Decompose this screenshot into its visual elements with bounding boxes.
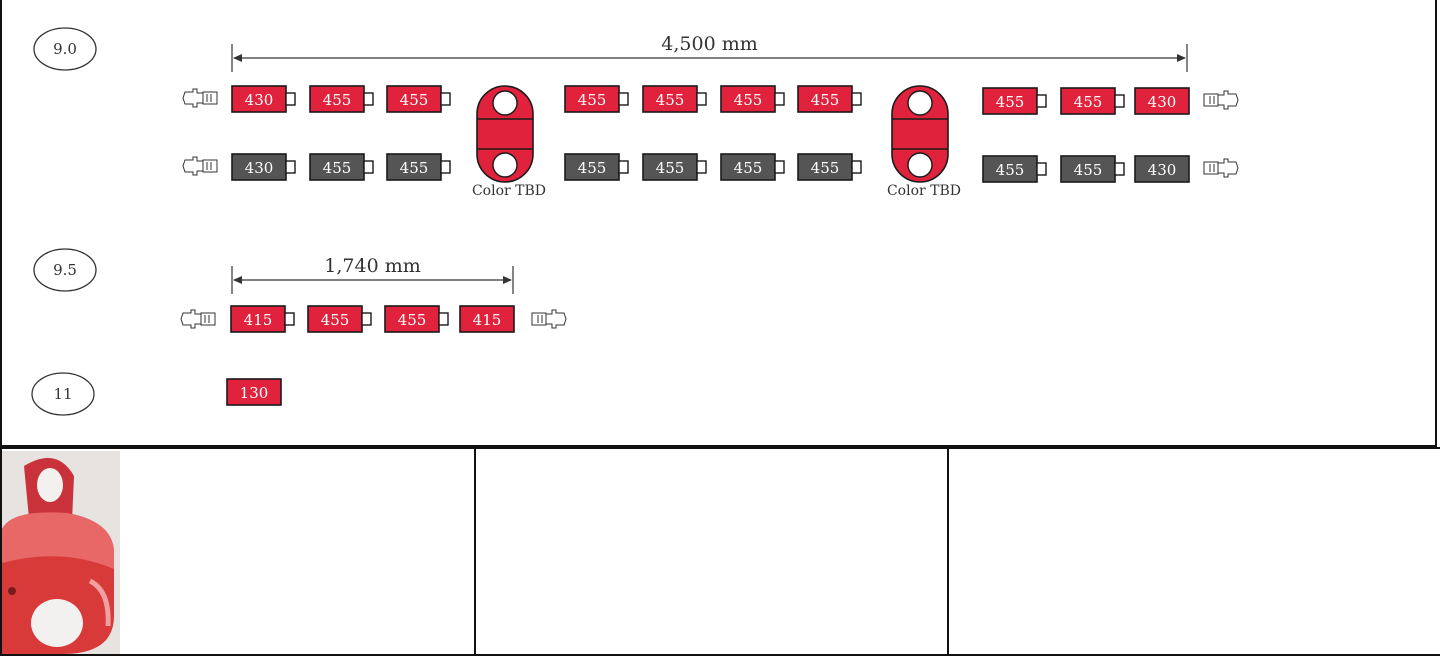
dimension-label: 1,740 mm <box>324 255 420 277</box>
chain-piece: 430 <box>231 153 296 181</box>
chain-piece: 430 <box>231 85 296 113</box>
chain-piece-value: 455 <box>996 161 1025 179</box>
chain-piece: 455 <box>797 85 862 113</box>
plug-end-icon <box>1203 90 1239 110</box>
chain-piece-value: 455 <box>323 159 352 177</box>
chain-piece-value: 455 <box>398 311 427 329</box>
assembly-diagram-panel: 4,500 mm 1,740 mm 9.0 9.5 11 430 455 455 455 45… <box>0 0 1437 447</box>
chain-piece-value: 430 <box>1148 161 1177 179</box>
chain-piece: 455 <box>797 153 862 181</box>
chain-piece-value: 455 <box>323 91 352 109</box>
link-coupler-icon: Color TBD <box>887 85 961 199</box>
chain-piece: 415 <box>459 305 515 333</box>
chain-piece: 455 <box>720 85 785 113</box>
chain-piece-value: 455 <box>996 93 1025 111</box>
row-label-oval <box>31 372 95 416</box>
chain-piece-value: 455 <box>656 159 685 177</box>
link-coupler-icon: Color TBD <box>472 85 546 199</box>
dimension-label: 4,500 mm <box>661 33 757 55</box>
chain-piece: 455 <box>642 153 707 181</box>
chain-piece: 455 <box>309 153 374 181</box>
row-label-oval <box>33 248 97 292</box>
chain-piece: 455 <box>386 153 451 181</box>
chain-piece: 455 <box>307 305 372 333</box>
dimension-arrow: 1,740 mm <box>231 255 514 294</box>
row-label-text: 9.5 <box>53 261 77 279</box>
photo-table <box>0 447 1440 656</box>
chain-piece: 455 <box>564 85 629 113</box>
chain-piece: 455 <box>982 87 1047 115</box>
chain-piece-value: 455 <box>1074 161 1103 179</box>
chain-piece-value: 430 <box>1148 93 1177 111</box>
plug-end-icon <box>1203 158 1239 178</box>
chain-piece-value: 455 <box>1074 93 1103 111</box>
chain-piece-value: 455 <box>578 159 607 177</box>
plug-end-icon <box>182 88 218 108</box>
chain-piece-value: 130 <box>240 384 269 402</box>
chain-piece-value: 430 <box>245 91 274 109</box>
row-label-text: 9.0 <box>53 40 77 58</box>
chain-piece: 455 <box>564 153 629 181</box>
photo-cell-1 <box>0 449 476 654</box>
photo-cell-2 <box>476 449 949 654</box>
chain-piece: 455 <box>1060 155 1125 183</box>
chain-piece: 455 <box>386 85 451 113</box>
chain-piece-value: 455 <box>811 91 840 109</box>
chain-piece: 455 <box>720 153 785 181</box>
chain-piece: 455 <box>309 85 374 113</box>
plug-end-icon <box>531 309 567 329</box>
chain-piece-value: 430 <box>245 159 274 177</box>
chain-piece-value: 415 <box>473 311 502 329</box>
connector-label: Color TBD <box>887 183 961 199</box>
chain-piece-value: 455 <box>400 91 429 109</box>
row-label: 11 <box>31 372 95 416</box>
assembly-diagram: 4,500 mm 1,740 mm 9.0 9.5 11 430 455 455 455 45… <box>31 27 1239 416</box>
chain-piece: 415 <box>230 305 295 333</box>
photo-cell-3 <box>949 449 1440 654</box>
chain-piece: 455 <box>642 85 707 113</box>
row-label-text: 11 <box>53 385 72 403</box>
chain-piece-value: 455 <box>656 91 685 109</box>
chain-piece: 130 <box>226 378 282 406</box>
chain-piece-value: 455 <box>578 91 607 109</box>
chain-piece: 455 <box>384 305 449 333</box>
chain-piece: 430 <box>1134 155 1190 183</box>
chain-piece: 455 <box>982 155 1047 183</box>
row-label: 9.0 <box>33 27 97 71</box>
row-label-oval <box>33 27 97 71</box>
chain-piece-value: 455 <box>734 159 763 177</box>
swivel-eye-part-photo <box>2 451 120 654</box>
chain-piece: 455 <box>1060 87 1125 115</box>
dimension-arrow: 4,500 mm <box>231 33 1188 72</box>
plug-end-icon <box>180 309 216 329</box>
row-label: 9.5 <box>33 248 97 292</box>
connector-label: Color TBD <box>472 183 546 199</box>
chain-piece: 430 <box>1134 87 1190 115</box>
chain-piece-value: 455 <box>400 159 429 177</box>
plug-end-icon <box>182 156 218 176</box>
chain-piece-value: 415 <box>244 311 273 329</box>
chain-piece-value: 455 <box>811 159 840 177</box>
chain-piece-value: 455 <box>321 311 350 329</box>
chain-piece-value: 455 <box>734 91 763 109</box>
